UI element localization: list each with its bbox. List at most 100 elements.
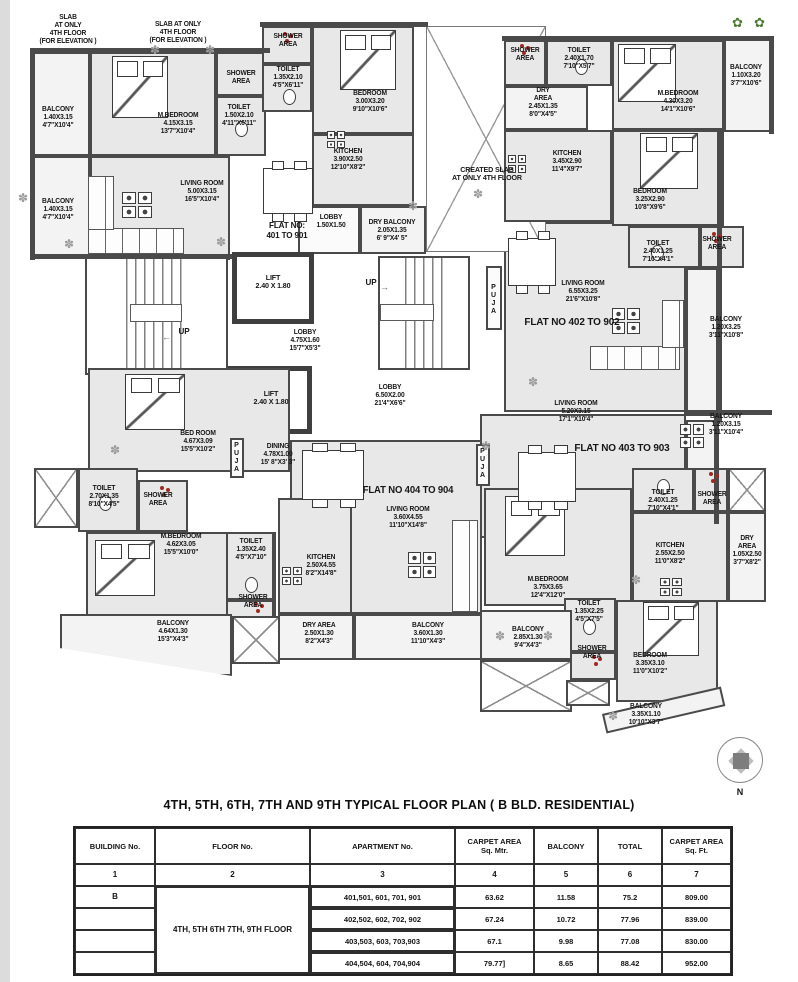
table-carpet-sqft-cell: 839.00 [662,908,731,930]
mbedroom-404-label: M.BEDROOM 4.62X3.05 15'5"X10'0" [160,533,202,556]
sofa-icon [662,300,684,348]
table-colnum-cell: 3 [310,864,455,886]
shower-403a-label: SHOWER AREA [697,491,727,506]
lift-1-label: LIFT 2.40 X 1.80 [255,273,291,291]
dining-table-icon [508,231,556,294]
toilet-404a-label: TOILET 2.70X1.35 8'10"X4'5" [88,485,120,508]
burner-icon [138,206,152,218]
chair-icon [340,499,356,508]
chair-icon [294,213,307,222]
table-total-cell: 77.96 [598,908,662,930]
shower-fixture-icon [254,602,258,606]
stove-icon [680,424,704,448]
puja-shelf-403 [476,444,490,486]
table-balcony-cell: 11.58 [534,886,598,908]
chair-icon [312,443,328,452]
balcony-402-right [724,38,772,132]
toilet-wc-icon [235,121,248,137]
lobby-core-2-label: LOBBY 6.50X2.00 21'4"X6'6" [374,384,406,407]
balcony-402-living [686,268,718,416]
living-401-label: LIVING ROOM 5.00X3.15 16'5"X10'4" [180,180,224,203]
shower-403b-label: SHOWER AREA [577,645,607,660]
sofa-icon [88,228,184,254]
pinwheel-decor-icon: ✽ [216,235,227,249]
pinwheel-decor-icon: ✽ [18,191,29,205]
stove-icon [612,308,640,334]
shower-402b [700,226,744,268]
toilet-402b-label: TOILET 2.40X1.25 7'10"X4'1" [642,240,674,263]
chair-icon [312,499,328,508]
pinwheel-decor-icon: ✽ [205,43,216,57]
dry-area-402-label: DRY AREA 2.45X1.35 8'0"X4'5" [528,87,558,118]
burner-icon [680,424,691,435]
kitchen-403 [632,512,728,602]
burner-icon [423,566,436,578]
pillow-icon [672,137,694,152]
kitchen-402 [504,130,612,222]
burner-icon [627,322,640,334]
compass-icon [717,737,763,783]
table-carpet-sqft-cell: 952.00 [662,952,731,974]
pillow-icon [100,544,123,559]
toilet-403b-label: TOILET 1.35X2.25 4'5"X7'5" [574,600,604,623]
table-building-cell [75,930,155,952]
shower-402a [504,40,546,86]
pillow-icon [345,34,366,51]
flatno-402-label: FLAT NO 402 TO 902 [524,316,620,328]
table-header-cell: BUILDING No. [75,828,155,864]
plan-title: 4TH, 5TH, 6TH, 7TH AND 9TH TYPICAL FLOOR… [163,798,635,812]
stove-icon [122,192,152,218]
toilet-403a-label: TOILET 2.40X1.25 7'10"X4'1" [647,489,679,512]
dry-area-403 [728,512,766,602]
dry-area-404-label: DRY AREA 2.50X1.30 8'2"X4'3" [302,622,336,645]
table-total-cell: 88.42 [598,952,662,974]
toilet-403b [564,598,616,652]
table-colnum-cell: 1 [75,864,155,886]
table-header-cell: FLOOR No. [155,828,310,864]
shower-402a-label: SHOWER AREA [510,47,540,62]
table-apartment-cell: 402,502, 602, 702, 902 [310,908,455,930]
toilet-402b [628,226,700,268]
pillow-icon [674,606,695,621]
balcony-401-upper [32,52,90,156]
pinwheel-decor-icon: ✽ [543,629,554,643]
chair-icon [294,161,307,170]
sofa-icon [590,346,680,370]
created-slab-label: CREATED SLAB AT ONLY 4TH FLOOR [452,165,522,183]
toilet-wc-icon [245,577,258,593]
pinwheel-decor-icon: ✽ [528,375,539,389]
bed-icon [618,44,676,102]
burner-icon [518,165,526,173]
burner-icon [518,155,526,163]
puja-404-label: PUJA [233,442,240,474]
area-table: BUILDING No.FLOOR No.APARTMENT No.CARPET… [73,826,733,976]
stove-icon [327,131,345,148]
direction-arrow-icon: ← [162,332,171,342]
toilet-wc-icon [583,619,596,635]
balcony-401a-label: BALCONY 1.40X3.15 4'7"X10'4" [42,106,74,129]
bed-icon [643,602,699,656]
lobby-core-1-label: LOBBY 4.75X1.60 15'7"X5'3" [289,329,321,352]
table-building-cell: B [75,886,155,908]
toilet-wc-icon [99,495,112,511]
table-floor-merged-cell: 4TH, 5TH 6TH 7TH, 9TH FLOOR [155,886,310,974]
lobby-401-label: LOBBY 1.50X1.50 [316,214,346,229]
table-apartment-cell: 404,504, 604, 704,904 [310,952,455,974]
dining-404-label: DINING 4.78X1.00 15' 8"X3' 3" [260,443,296,466]
mbedroom-402-label: M.BEDROOM 4.30X3.20 14'1"X10'6" [657,90,699,113]
shower-401b-label: SHOWER AREA [273,33,303,48]
burner-icon [327,140,335,148]
chair-icon [537,285,550,294]
balcony-403-right-label: BALCONY 1.20X3.15 3'11"X10'4" [708,413,744,436]
toilet-wc-icon [651,245,664,261]
stair-left-landing [130,304,182,322]
pillow-icon [158,378,180,393]
table-carpet-sqm-cell: 79.77] [455,952,534,974]
direction-arrow-icon: → [380,282,389,292]
dry-balcony-401-label: DRY BALCONY 2.05X1.35 6' 9"X4' 5" [368,219,416,242]
toilet-401b-label: TOILET 1.35X2.10 4'5"X6'11" [272,66,304,89]
kitchen-401-label: KITCHEN 3.90X2.50 12'10"X8'2" [330,148,366,171]
lift-2-label: LIFT 2.40 X 1.80 [253,389,289,407]
table-building-cell [75,908,155,930]
